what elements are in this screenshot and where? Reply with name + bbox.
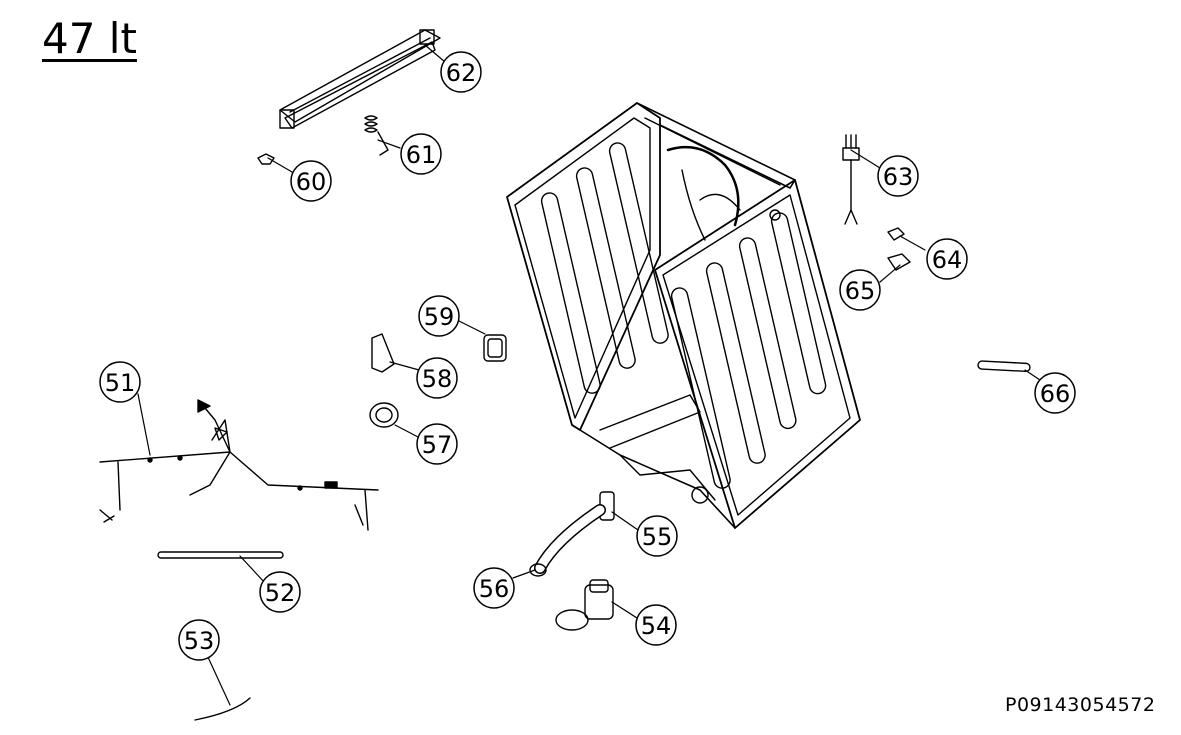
callouts — [99, 51, 1076, 661]
callout-label-51: 51 — [105, 369, 136, 397]
callout-56 — [473, 567, 515, 609]
leader-lines — [137, 44, 1041, 706]
part-63-power-cord — [842, 134, 860, 225]
callout-64 — [926, 238, 968, 280]
callout-label-61: 61 — [406, 141, 437, 169]
callout-label-60: 60 — [296, 168, 327, 196]
callout-labels: 51 52 53 54 55 56 57 58 59 60 61 62 63 6… — [105, 59, 1071, 655]
part-66-strip — [977, 360, 1031, 373]
part-57-cover — [369, 402, 399, 428]
part-54-pump — [555, 579, 614, 631]
callout-60 — [290, 160, 332, 202]
callout-label-65: 65 — [845, 277, 876, 305]
part-53-wire — [194, 697, 251, 721]
callout-65 — [839, 269, 881, 311]
diagram-code: P09143054572 — [1005, 694, 1156, 716]
callout-66 — [1034, 372, 1076, 414]
callout-label-66: 66 — [1040, 380, 1071, 408]
callout-52 — [259, 571, 301, 613]
callout-label-62: 62 — [446, 59, 477, 87]
callout-58 — [416, 357, 458, 399]
part-51-wiring-harness — [99, 399, 379, 531]
callout-label-54: 54 — [641, 612, 672, 640]
callout-54 — [635, 604, 677, 646]
callout-51 — [99, 361, 141, 403]
part-52-bar — [157, 551, 284, 559]
callout-61 — [400, 133, 442, 175]
callout-label-64: 64 — [932, 246, 963, 274]
callout-label-59: 59 — [424, 303, 455, 331]
part-61-spring — [364, 115, 389, 156]
callout-59 — [418, 295, 460, 337]
diagram-title: 47 lt — [42, 14, 137, 63]
part-65-clip — [887, 253, 911, 271]
callout-label-56: 56 — [479, 575, 510, 603]
callout-label-63: 63 — [883, 163, 914, 191]
callout-62 — [440, 51, 482, 93]
part-56-hose — [529, 504, 606, 577]
part-59-housing — [483, 334, 507, 362]
part-60-clip — [257, 153, 275, 165]
callout-label-52: 52 — [265, 579, 296, 607]
callout-57 — [416, 423, 458, 465]
cabinet-frame — [506, 102, 861, 529]
callout-55 — [636, 515, 678, 557]
callout-label-53: 53 — [184, 627, 215, 655]
part-58-bracket — [371, 333, 395, 373]
part-62-top-rail — [279, 29, 441, 129]
callout-label-58: 58 — [422, 365, 453, 393]
callout-53 — [178, 619, 220, 661]
callout-label-57: 57 — [422, 431, 453, 459]
part-64-clip — [887, 227, 905, 241]
callout-63 — [877, 155, 919, 197]
callout-label-55: 55 — [642, 523, 673, 551]
